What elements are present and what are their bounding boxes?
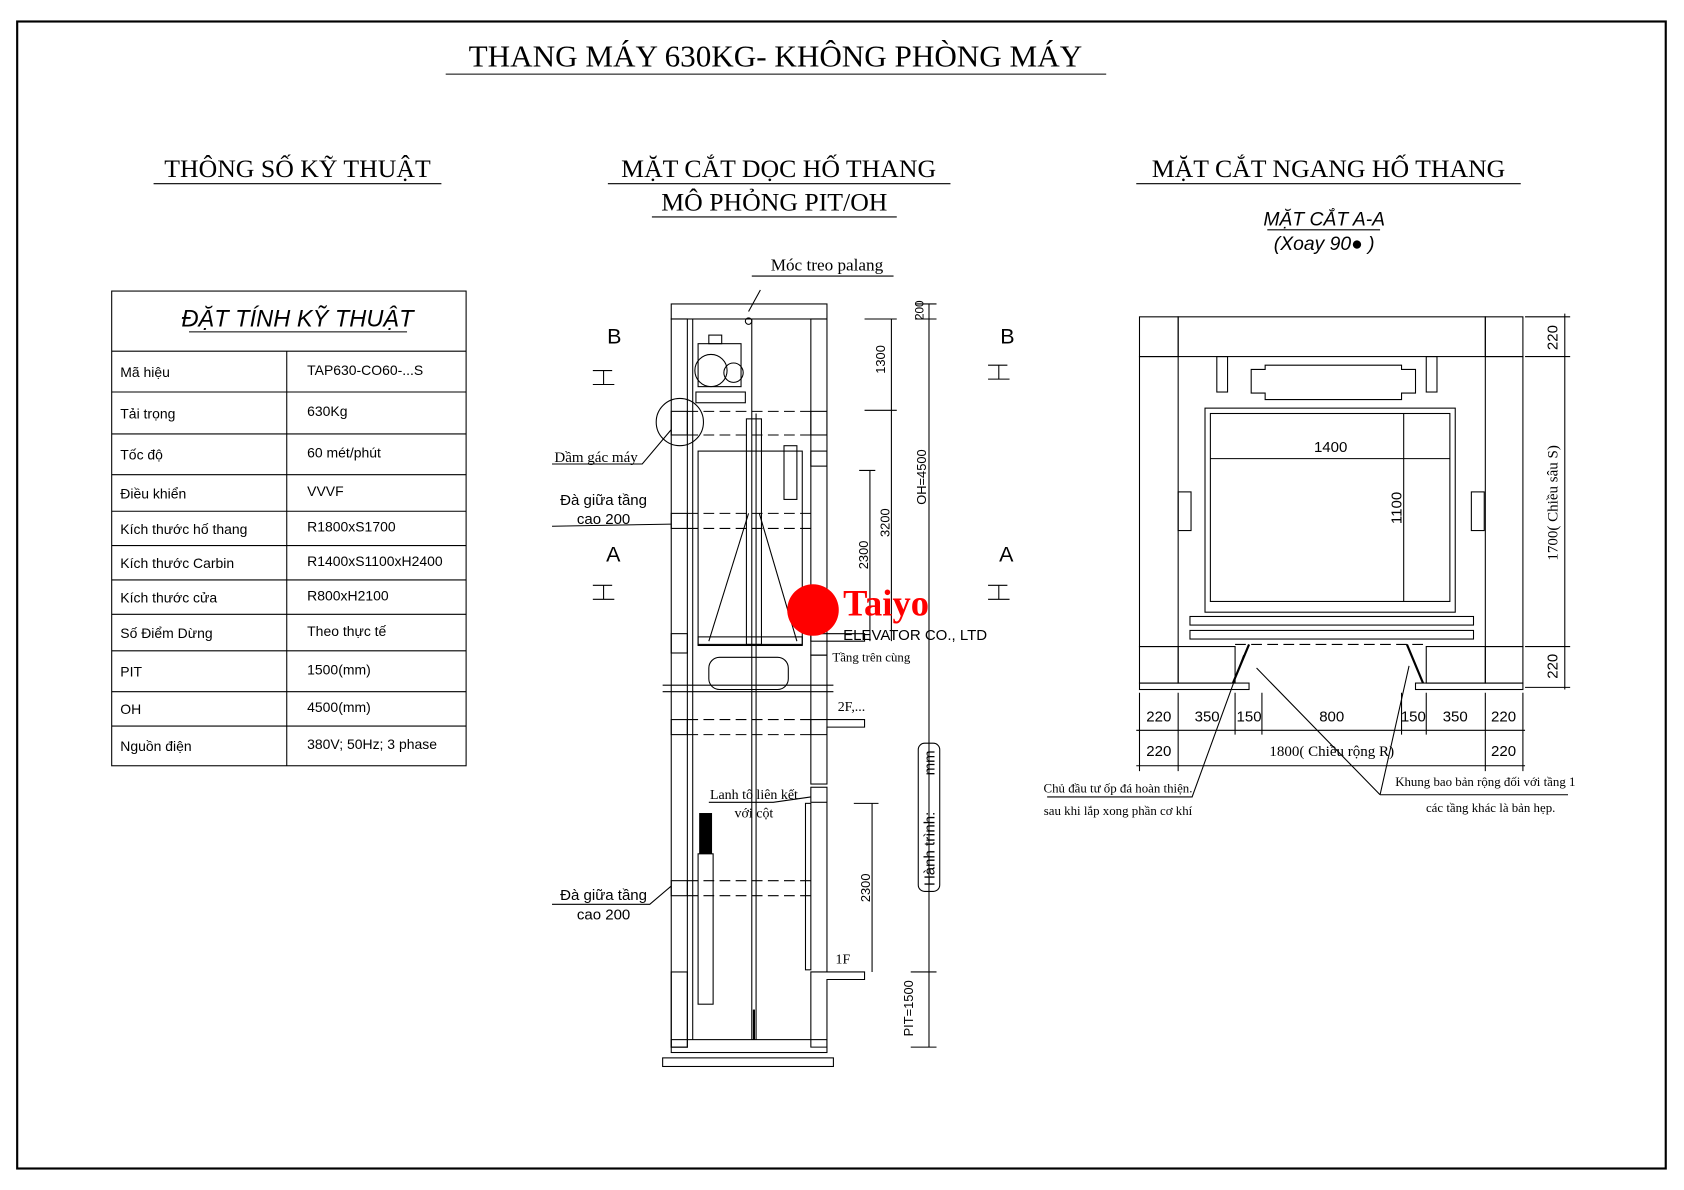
spec-value: R1800xS1700: [307, 519, 396, 535]
car-width: 1400: [1314, 439, 1347, 456]
spec-label: Kích thước cửa: [120, 590, 217, 606]
dim-3200: 3200: [877, 508, 892, 537]
dim-row1-label: 220: [1491, 709, 1516, 726]
travel-unit: mm: [921, 750, 938, 775]
label-machine-beam: Dầm gác máy: [554, 450, 638, 466]
spec-value: R1400xS1100xH2400: [307, 553, 443, 569]
spec-label: Điều khiển: [120, 485, 186, 501]
spec-table: ĐẶT TÍNH KỸ THUẬT Mã hiệu TAP630-CO60-...…: [111, 290, 467, 767]
label-mid-beam-1: Đà giữa tầng: [560, 492, 647, 509]
dim-row1-label: 150: [1401, 709, 1426, 726]
label-lintel: Lanh tô liên kết: [710, 788, 798, 803]
dim-2300-bottom: 2300: [858, 874, 873, 903]
long-section-heading: MẶT CẮT DỌC HỐ THANG: [621, 154, 936, 183]
label-floor-2: 2F,...: [838, 700, 866, 715]
cross-section-drawing: [1047, 313, 1571, 798]
dim-oh: OH=4500: [914, 449, 929, 504]
note-left-2: sau khi lắp xong phần cơ khí: [1044, 804, 1193, 818]
label-mid-beam-1-height: cao 200: [577, 511, 630, 528]
label-mid-beam-2-height: cao 200: [577, 906, 630, 923]
specs-heading: THÔNG SỐ KỸ THUẬT: [164, 154, 431, 183]
section-marker-b-left: B: [607, 325, 621, 349]
spec-value: 380V; 50Hz; 3 phase: [307, 736, 437, 752]
spec-label: Số Điểm Dừng: [120, 625, 212, 641]
label-hook: Móc treo palang: [771, 256, 884, 275]
dim-right-top: 220: [1544, 325, 1561, 350]
note-right-2: các tầng khác là bản hẹp.: [1426, 801, 1555, 815]
long-section-labels: Móc treo palang Dầm gác máy Đà giữa tầng…: [554, 256, 1014, 1037]
logo-red-circle: [787, 584, 839, 636]
long-section-subheading: MÔ PHỎNG PIT/OH: [661, 188, 887, 217]
spec-value: 60 mét/phút: [307, 445, 381, 461]
dim-pit: PIT=1500: [901, 980, 916, 1036]
spec-table-title: ĐẶT TÍNH KỸ THUẬT: [181, 306, 415, 333]
note-right-1: Khung bao bản rộng đối với tầng 1: [1395, 775, 1575, 789]
dim-row2-label: 220: [1146, 743, 1171, 760]
dim-row2-label: 220: [1491, 743, 1516, 760]
note-left-1: Chủ đầu tư ốp đá hoàn thiện.: [1044, 782, 1193, 796]
spec-label: Tải trọng: [120, 405, 175, 421]
car-depth: 1100: [1389, 492, 1406, 524]
taiyo-logo: Taiyo ELEVATOR CO., LTD: [787, 582, 987, 644]
cross-section-labels: 220 350 150 800 150 350 220 220 1800( Chiều rộn…: [1044, 325, 1576, 818]
dim-row2-label: 1800( Chiều rộng R): [1269, 744, 1394, 760]
long-section-drawing: [552, 275, 1010, 1068]
section-marker-a-left: A: [606, 543, 621, 567]
cross-section-heading: MẶT CẮT NGANG HỐ THANG: [1152, 154, 1506, 183]
spec-value: 1500(mm): [307, 661, 371, 677]
spec-label: Tốc độ: [120, 447, 163, 463]
dim-row1-label: 220: [1146, 709, 1171, 726]
label-top-floor: Tầng trên cùng: [832, 651, 910, 665]
spec-value: R800xH2100: [307, 587, 389, 603]
spec-label: Kích thước hố thang: [120, 521, 247, 537]
sheet-title: THANG MÁY 630KG- KHÔNG PHÒNG MÁY: [469, 39, 1083, 74]
spec-value: TAP630-CO60-...S: [307, 362, 423, 378]
section-marker-a-right: A: [999, 543, 1014, 567]
spec-label: Mã hiệu: [120, 364, 170, 380]
dim-2300-top: 2300: [856, 541, 871, 570]
dim-1300: 1300: [873, 345, 888, 374]
label-mid-beam-2: Đà giữa tầng: [560, 887, 647, 904]
spec-value: VVVF: [307, 483, 343, 499]
cross-section-sub-1: MẶT CẮT A-A: [1263, 207, 1385, 231]
spec-value: 630Kg: [307, 403, 347, 419]
sheet-border: [16, 20, 1667, 1170]
section-marker-b-right: B: [1000, 325, 1014, 349]
label-floor-1: 1F: [836, 952, 851, 967]
spec-label: OH: [120, 701, 141, 717]
logo-name: Taiyo: [843, 582, 929, 623]
dim-200: 200: [913, 300, 927, 320]
spec-label: PIT: [120, 664, 142, 680]
label-lintel-2: với cột: [735, 806, 774, 821]
spec-label: Kích thước Carbin: [120, 555, 234, 571]
spec-label: Nguồn điện: [120, 738, 191, 754]
logo-subtitle: ELEVATOR CO., LTD: [843, 627, 987, 644]
cross-section-sub-2: (Xoay 90● ): [1274, 234, 1375, 255]
dim-right-depth: 1700( Chiều sâu S): [1545, 445, 1561, 561]
spec-value: Theo thực tế: [307, 623, 386, 639]
dim-right-bottom: 220: [1544, 654, 1561, 679]
dim-row1-label: 350: [1195, 709, 1220, 726]
spec-value: 4500(mm): [307, 699, 371, 715]
dim-row1-label: 350: [1443, 709, 1468, 726]
dim-row1-label: 150: [1237, 709, 1262, 726]
travel-label: Hành trình:: [921, 812, 938, 886]
dim-row1-label: 800: [1319, 709, 1344, 726]
